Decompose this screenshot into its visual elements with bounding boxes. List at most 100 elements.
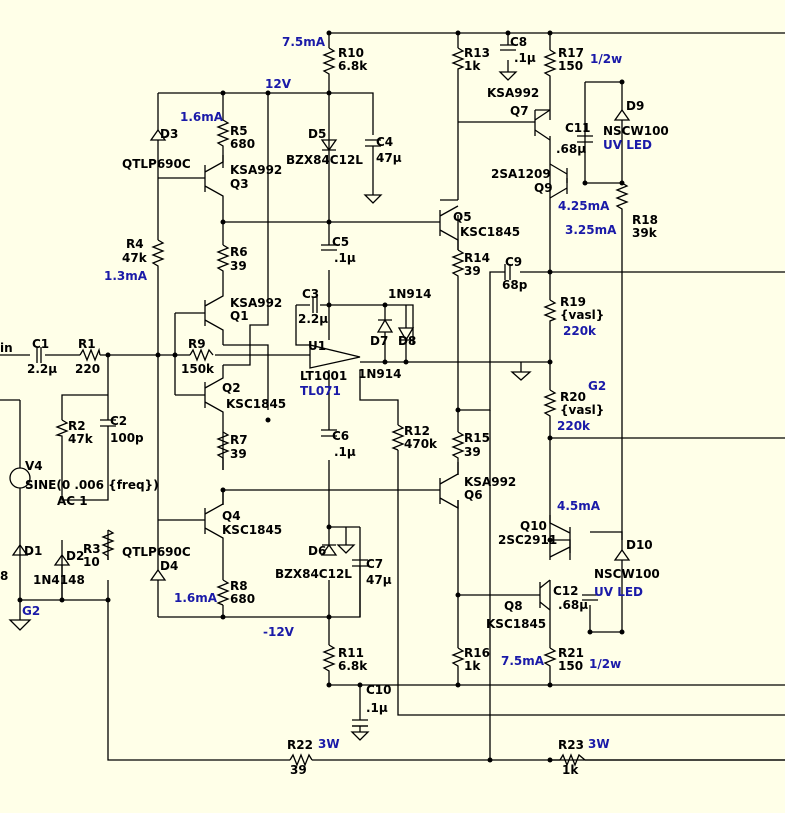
label-r14-value: 39 (464, 264, 481, 278)
label-r1-value: 220 (75, 362, 100, 376)
label-c12: C12 (553, 584, 579, 598)
label-c5: C5 (332, 235, 349, 249)
label-u1: U1 (308, 339, 326, 353)
label-r4-value: 47k (122, 251, 148, 265)
label-r6-value: 39 (230, 259, 247, 273)
label-r15: R15 (464, 431, 490, 445)
label-v4-value: SINE(0 .006 {freq}) (25, 478, 159, 492)
label-r6: R6 (230, 245, 248, 259)
label-d9: D9 (626, 99, 644, 113)
label-q6-type: KSA992 (464, 475, 516, 489)
label-d3: D3 (160, 127, 178, 141)
label-q10-type: 2SC2911 (498, 533, 557, 547)
label-d5-value: BZX84C12L (286, 153, 363, 167)
label-r13: R13 (464, 46, 490, 60)
label-r18-value: 39k (632, 226, 658, 240)
label-r4: R4 (126, 237, 144, 251)
label-q2: Q2 (222, 381, 241, 395)
label-c2-value: 100p (110, 431, 144, 445)
label-r10: R10 (338, 46, 364, 60)
label-r5: R5 (230, 124, 248, 138)
label-q5-type: KSC1845 (460, 225, 520, 239)
label-g2-right: G2 (588, 379, 606, 393)
label-r15-value: 39 (464, 445, 481, 459)
label-c8: C8 (510, 35, 527, 49)
label-d10: D10 (626, 538, 653, 552)
label-q4-type: KSC1845 (222, 523, 282, 537)
label-r19-kohm: 220k (563, 324, 597, 338)
label-c12-value: .68µ (558, 598, 588, 612)
label-r21: R21 (558, 646, 584, 660)
label-c10: C10 (366, 683, 392, 697)
label-r21-power: 1/2w (589, 657, 621, 671)
label-r10-value: 6.8k (338, 59, 368, 73)
label-c2: C2 (110, 414, 127, 428)
wires (0, 32, 785, 761)
label-current-q10: 4.5mA (557, 499, 601, 513)
label-c6: C6 (332, 429, 349, 443)
label-q7: Q7 (510, 104, 529, 118)
label-in: in (0, 341, 13, 355)
label-c7-value: 47µ (366, 573, 392, 587)
label-current-r18: 3.25mA (565, 223, 617, 237)
label-current-bottom: 7.5mA (501, 654, 545, 668)
label-q4: Q4 (222, 509, 241, 523)
label-u1-type: LT1001 (300, 369, 347, 383)
label-r23: R23 (558, 738, 584, 752)
label-c11-value: .68µ (556, 142, 586, 156)
label-r21-value: 150 (558, 659, 583, 673)
label-q7-type: KSA992 (487, 86, 539, 100)
label-c1-value: 2.2µ (27, 362, 57, 376)
label-q2-type: KSC1845 (226, 397, 286, 411)
label-d10-value: NSCW100 (594, 567, 660, 581)
label-r5-value: 680 (230, 137, 255, 151)
label-r3: R3 (83, 542, 101, 556)
label-r16-value: 1k (464, 659, 481, 673)
label-d4: D4 (160, 559, 178, 573)
label-r11: R11 (338, 646, 364, 660)
label-d5: D5 (308, 127, 326, 141)
diodes (11, 108, 631, 600)
labels: in C1 2.2µ R1 220 R2 47k C2 100p V4 SINE… (0, 35, 669, 777)
label-r20: R20 (560, 390, 586, 404)
label-1n914-top: 1N914 (388, 287, 431, 301)
label-r19-value: {vasl} (560, 308, 604, 322)
resistors (54, 47, 629, 767)
label-r22: R22 (287, 738, 313, 752)
label-r9-value: 150k (181, 362, 215, 376)
label-c4: C4 (376, 135, 393, 149)
label-current-q4: 1.6mA (174, 591, 218, 605)
label-neg12v: -12V (263, 625, 295, 639)
label-q10: Q10 (520, 519, 547, 533)
label-d2-value: 1N4148 (33, 573, 85, 587)
label-v4-ac: AC 1 (57, 494, 88, 508)
label-q6: Q6 (464, 488, 483, 502)
label-current-q3: 1.6mA (180, 110, 224, 124)
label-r11-value: 6.8k (338, 659, 368, 673)
label-r13-value: 1k (464, 59, 481, 73)
label-current-q9: 4.25mA (558, 199, 610, 213)
label-uv-led-top: UV LED (603, 138, 652, 152)
label-c1: C1 (32, 337, 49, 351)
label-c8-value: .1µ (514, 51, 536, 65)
label-c11: C11 (565, 121, 591, 135)
label-r9: R9 (188, 337, 206, 351)
label-r22-value: 39 (290, 763, 307, 777)
label-r16: R16 (464, 646, 490, 660)
label-c9: C9 (505, 255, 522, 269)
label-r23-power: 3W (588, 737, 610, 751)
label-q5: Q5 (453, 210, 472, 224)
label-q9-type: 2SA1209 (491, 167, 551, 181)
label-d9-value: NSCW100 (603, 124, 669, 138)
label-r2-value: 47k (68, 432, 94, 446)
label-r12-value: 470k (404, 437, 438, 451)
label-c7: C7 (366, 557, 383, 571)
label-v4: V4 (25, 459, 43, 473)
label-q9: Q9 (534, 181, 553, 195)
label-c3-value: 2.2µ (298, 312, 328, 326)
label-q1-type: KSA992 (230, 296, 282, 310)
label-d2: D2 (66, 549, 84, 563)
label-c10-value: .1µ (366, 701, 388, 715)
label-g2-left: G2 (22, 604, 40, 618)
label-r18: R18 (632, 213, 658, 227)
